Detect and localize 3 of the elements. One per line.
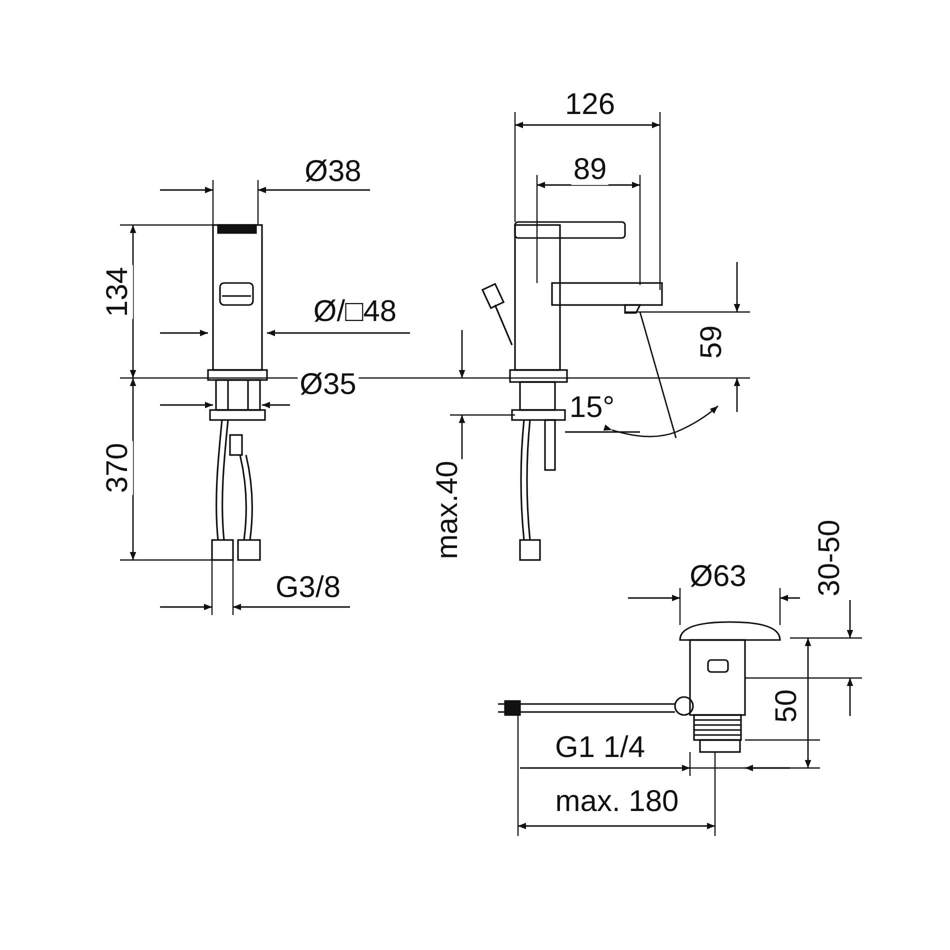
dimension-label: 134 [103,264,133,320]
dimension-label: 89 [571,155,609,185]
dimension-label: 370 [103,440,133,496]
